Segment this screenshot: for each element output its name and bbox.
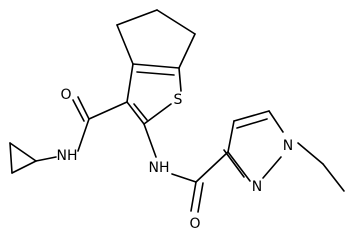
bond-thiophene-4 xyxy=(178,67,182,92)
bond-amide-top-1 xyxy=(88,101,128,120)
bond-pyrazole-5 xyxy=(227,151,251,182)
bond-nh-bottom-1 xyxy=(143,123,157,158)
bond-pyrazole-2 xyxy=(233,110,270,122)
pyrazole-nitrogen-2-label: N xyxy=(252,179,262,195)
bond-cyclopropyl-1 xyxy=(35,156,57,162)
atom-labels: O NH S NH N N O xyxy=(57,87,294,232)
pyrazole-nitrogen-1-label: N xyxy=(283,138,293,154)
bond-carbonyl-bottom-double xyxy=(197,182,204,213)
bond-pyrazole-1 xyxy=(227,120,235,153)
bond-cp-2 xyxy=(116,9,158,26)
bond-carbonyl-bottom xyxy=(190,181,197,212)
amide-nitrogen-left-label: NH xyxy=(57,148,78,164)
bond-thiophene-2-double xyxy=(133,103,148,121)
bond-pyrazole-4 xyxy=(262,156,282,179)
bond-thiophene-2 xyxy=(126,101,145,125)
bond-pyrazole-2-double xyxy=(236,118,268,129)
bond-nh-bottom-2 xyxy=(171,173,197,183)
bond-amide-top-3 xyxy=(77,118,90,152)
bond-amide-top-2 xyxy=(77,96,90,120)
bond-thiophene-1 xyxy=(126,63,134,103)
bond-cyclopropyl-4 xyxy=(11,160,37,174)
bond-cyclopropyl-2 xyxy=(9,142,37,162)
bond-pyrazole-link xyxy=(195,151,229,183)
bond-thiophene-3 xyxy=(143,103,172,125)
bond-ethyl-1 xyxy=(297,142,324,165)
amide-nitrogen-bottom-label: NH xyxy=(149,160,170,176)
bond-cp-4 xyxy=(178,33,196,69)
bond-cp-3 xyxy=(156,9,196,35)
chemical-structure-diagram: O NH S NH N N O xyxy=(9,9,345,232)
bond-cp-fused-double xyxy=(136,71,175,76)
bond-pyrazole-5-double xyxy=(223,149,245,178)
thiophene-sulfur-label: S xyxy=(174,92,183,108)
bond-cyclopropyl-3 xyxy=(9,142,13,174)
amide-oxygen-top-label: O xyxy=(60,87,71,103)
bond-cp-fused xyxy=(132,63,180,69)
bond-cp-1 xyxy=(116,24,134,65)
amide-oxygen-bottom-label: O xyxy=(189,216,200,232)
bond-pyrazole-3 xyxy=(268,110,284,133)
bond-ethyl-2 xyxy=(322,163,345,192)
bonds xyxy=(9,9,345,213)
bond-amide-top-2-double xyxy=(72,99,85,122)
